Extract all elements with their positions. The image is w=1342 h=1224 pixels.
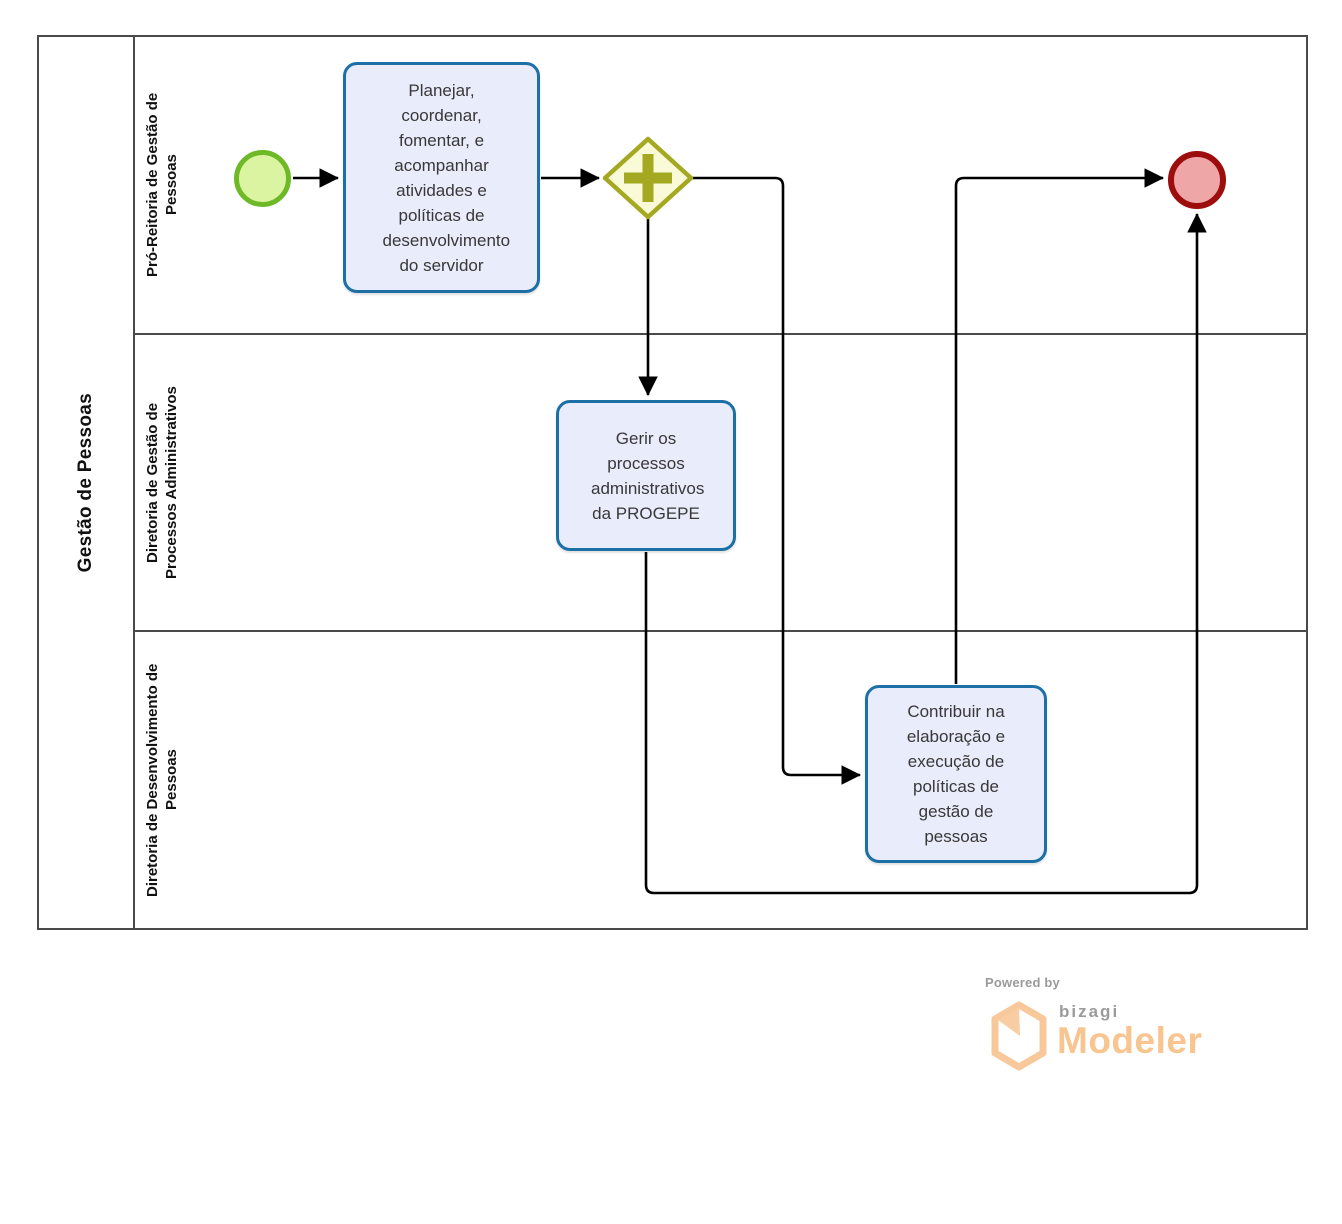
- parallel-gateway[interactable]: [602, 136, 694, 220]
- flow-gerir-to-end[interactable]: [644, 213, 1207, 895]
- task-label: Gerir os processos administrativos da PR…: [591, 428, 705, 523]
- lane-diretoria-processos: Diretoria de Gestão de Processos Adminis…: [135, 332, 1306, 631]
- task-contribuir[interactable]: Contribuir na elaboração e execução de p…: [865, 685, 1047, 863]
- flow-contribuir-to-end[interactable]: [954, 168, 1164, 684]
- bizagi-hexagon-icon: [991, 1001, 1047, 1071]
- end-event[interactable]: [1168, 151, 1226, 209]
- start-event[interactable]: [234, 150, 291, 207]
- bizagi-wordmark: bizagi: [1059, 1002, 1120, 1021]
- task-gerir[interactable]: Gerir os processos administrativos da PR…: [556, 400, 736, 551]
- lanes: Pró-Reitoria de Gestão de Pessoas Direto…: [135, 37, 1306, 928]
- powered-by-text: Powered by: [985, 975, 1060, 990]
- pool-gestao-de-pessoas: Gestão de Pessoas Pró-Reitoria de Gestão…: [37, 35, 1308, 930]
- plus-icon: [624, 154, 672, 202]
- lane-diretoria-desenvolvimento: Diretoria de Desenvolvimento de Pessoas: [135, 630, 1306, 928]
- logo-row: bizagi Modeler: [985, 996, 1245, 1074]
- modeler-wordmark: Modeler: [1057, 1020, 1203, 1061]
- task-label: Contribuir na elaboração e execução de p…: [906, 702, 1006, 846]
- bizagi-logo: Powered by bizagi Modeler: [985, 975, 1245, 1074]
- task-label: Planejar, coordenar, fomentar, e acompan…: [382, 80, 511, 275]
- pool-title-band: Gestão de Pessoas: [39, 37, 135, 928]
- flow-gateway-to-contribuir[interactable]: [692, 176, 861, 785]
- task-planejar[interactable]: Planejar, coordenar, fomentar, e acompan…: [343, 62, 540, 293]
